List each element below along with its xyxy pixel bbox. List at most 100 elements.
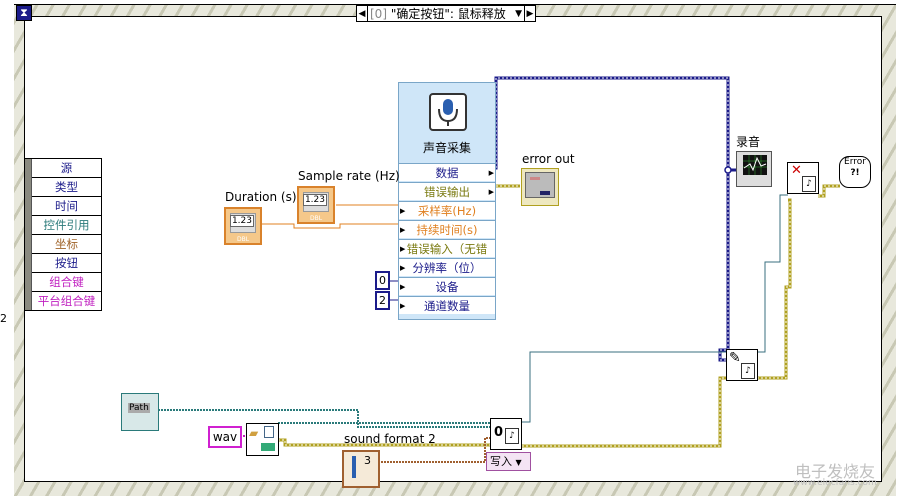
event-data-node-handle[interactable] bbox=[25, 159, 32, 310]
wire-error-chain-2 bbox=[522, 376, 726, 448]
event-data-item[interactable]: 坐标 bbox=[32, 235, 101, 254]
event-data-node[interactable]: 源类型时间控件引用坐标按钮组合键平台组合键 bbox=[24, 158, 102, 311]
build-path-node[interactable]: ▰ bbox=[246, 423, 279, 456]
sound-file-icon: ♪ bbox=[802, 176, 816, 192]
terminal-arrow-icon: ▶ bbox=[400, 283, 406, 291]
chevron-down-icon[interactable]: ▼ bbox=[515, 458, 522, 467]
sound-format-value: 3 bbox=[364, 454, 371, 467]
numeric-glyph: 1.23 bbox=[302, 194, 327, 206]
dbl-tag: DBL bbox=[236, 236, 250, 243]
pencil-icon: ✎ bbox=[729, 350, 741, 366]
write-mode-value: 写入 bbox=[490, 455, 512, 468]
terminal-arrow-icon: ▶ bbox=[400, 245, 406, 253]
wire-error-chain-3 bbox=[757, 198, 792, 380]
path-control[interactable]: Path bbox=[121, 393, 159, 431]
watermark-text: 电子发烧友 bbox=[795, 462, 876, 481]
terminal-arrow-icon: ▶ bbox=[488, 188, 494, 196]
case-outer-top bbox=[14, 4, 896, 5]
terminal-arrow-icon: ▶ bbox=[400, 207, 406, 215]
error-dialog-text: Error bbox=[844, 157, 866, 167]
terminal-label: 持续时间(s) bbox=[416, 223, 478, 237]
path-label: Path bbox=[128, 403, 150, 413]
terminal-label: 错误输出 bbox=[424, 185, 470, 199]
sound-format-control[interactable]: 3 bbox=[342, 450, 380, 488]
case-frame-bottom bbox=[14, 482, 896, 496]
wire-duration bbox=[262, 223, 400, 229]
error-out-indicator[interactable] bbox=[521, 168, 559, 206]
recording-graph-indicator[interactable] bbox=[736, 151, 772, 187]
terminal-label: 通道数量 bbox=[424, 299, 470, 313]
case-selector-label[interactable]: [0] "确定按钮": 鼠标释放 bbox=[370, 6, 506, 23]
case-frame-left bbox=[14, 4, 24, 496]
case-next-arrow[interactable]: ▶ bbox=[524, 6, 535, 21]
terminal-in[interactable]: ▶ 采样率(Hz) bbox=[399, 201, 495, 219]
graph-icon bbox=[743, 155, 767, 175]
sound-file-icon: ♪ bbox=[741, 363, 755, 379]
close-sound-file-node[interactable]: ✕ ♪ bbox=[787, 162, 819, 194]
write-sound-file-node[interactable]: ✎ ♪ bbox=[726, 349, 758, 381]
terminal-arrow-icon: ▶ bbox=[400, 264, 406, 272]
simple-error-handler[interactable]: Error?! bbox=[839, 156, 871, 188]
wire-sound-format bbox=[378, 437, 490, 463]
case-inner-bottom bbox=[24, 481, 882, 482]
error-dialog-sub: ?! bbox=[850, 168, 860, 178]
event-data-item[interactable]: 控件引用 bbox=[32, 216, 101, 235]
terminal-in[interactable]: ▶ 持续时间(s) bbox=[399, 220, 495, 238]
wire-refnum-1 bbox=[522, 351, 726, 423]
device-constant[interactable]: 0 bbox=[375, 271, 390, 290]
case-selector[interactable]: ◀ [0] "确定按钮": 鼠标释放 ▼ ▶ bbox=[356, 5, 536, 22]
open-sound-file-node[interactable]: 0 ♪ bbox=[490, 418, 522, 450]
terminal-in[interactable]: ▶ 设备 bbox=[399, 277, 495, 295]
channels-constant[interactable]: 2 bbox=[375, 291, 390, 310]
wire-error-chain-4 bbox=[818, 184, 840, 198]
wire-refnum-2 bbox=[757, 194, 788, 353]
duration-control[interactable]: 1.23 DBL bbox=[224, 207, 262, 245]
folder-icon: ▰ bbox=[249, 426, 259, 440]
sound-format-label: sound format 2 bbox=[344, 432, 436, 446]
error-out-label: error out bbox=[522, 152, 575, 166]
case-frame-right bbox=[882, 4, 896, 496]
watermark-url: www.elecfans.com bbox=[793, 478, 877, 488]
path-icon bbox=[261, 443, 275, 451]
numeric-glyph: 1.23 bbox=[229, 215, 254, 227]
terminal-out[interactable]: ▶ 数据 bbox=[399, 163, 495, 181]
terminal-label: 分辨率（位） bbox=[412, 261, 482, 275]
sound-file-icon: ♪ bbox=[505, 428, 519, 444]
extension-constant[interactable]: wav bbox=[208, 426, 242, 448]
case-prev-arrow[interactable]: ◀ bbox=[357, 6, 368, 21]
event-data-item[interactable]: 时间 bbox=[32, 197, 101, 216]
terminal-label: 数据 bbox=[435, 166, 459, 180]
dbl-tag: DBL bbox=[309, 215, 323, 222]
event-data-item[interactable]: 按钮 bbox=[32, 254, 101, 273]
wire-path bbox=[158, 409, 492, 428]
terminal-label: 错误输入（无错 bbox=[406, 242, 488, 256]
terminal-in[interactable]: ▶ 分辨率（位） bbox=[399, 258, 495, 276]
close-icon: ✕ bbox=[791, 163, 802, 178]
chevron-down-icon[interactable]: ▼ bbox=[515, 9, 522, 19]
terminal-out[interactable]: ▶ 错误输出 bbox=[399, 182, 495, 200]
sample-rate-label: Sample rate (Hz) bbox=[298, 169, 400, 183]
wire-data bbox=[492, 76, 730, 362]
hourglass-icon[interactable]: ⧗ bbox=[16, 5, 32, 21]
sound-vi-title: 声音采集 bbox=[422, 141, 471, 155]
case-index: [0] bbox=[370, 7, 387, 21]
event-data-item[interactable]: 平台组合键 bbox=[37, 294, 96, 308]
write-mode-selector[interactable]: 写入 ▼ bbox=[486, 452, 531, 471]
terminal-arrow-icon: ▶ bbox=[488, 169, 494, 177]
terminal-label: 采样率(Hz) bbox=[417, 204, 477, 218]
terminal-arrow-icon: ▶ bbox=[400, 226, 406, 234]
wire-data-highlight bbox=[492, 77, 729, 361]
duration-label: Duration (s) bbox=[225, 190, 297, 204]
terminal-in[interactable]: ▶通道数量 bbox=[399, 296, 495, 314]
terminal-in[interactable]: ▶错误输入（无错 bbox=[399, 239, 495, 257]
terminal-label: 设备 bbox=[435, 280, 459, 294]
sound-acquire-vi[interactable]: 声音采集 ▶数据▶错误输出▶采样率(Hz)▶持续时间(s)▶错误输入（无错▶分辨… bbox=[398, 82, 496, 320]
event-data-item[interactable]: 组合键 bbox=[32, 273, 101, 292]
sample-rate-control[interactable]: 1.23 DBL bbox=[297, 186, 335, 224]
event-data-item[interactable]: 源 bbox=[32, 159, 101, 178]
file-icon bbox=[264, 426, 274, 438]
event-data-item[interactable]: 类型 bbox=[32, 178, 101, 197]
left-edge-text: 2 bbox=[0, 312, 7, 325]
enum-slider-icon bbox=[352, 456, 356, 478]
